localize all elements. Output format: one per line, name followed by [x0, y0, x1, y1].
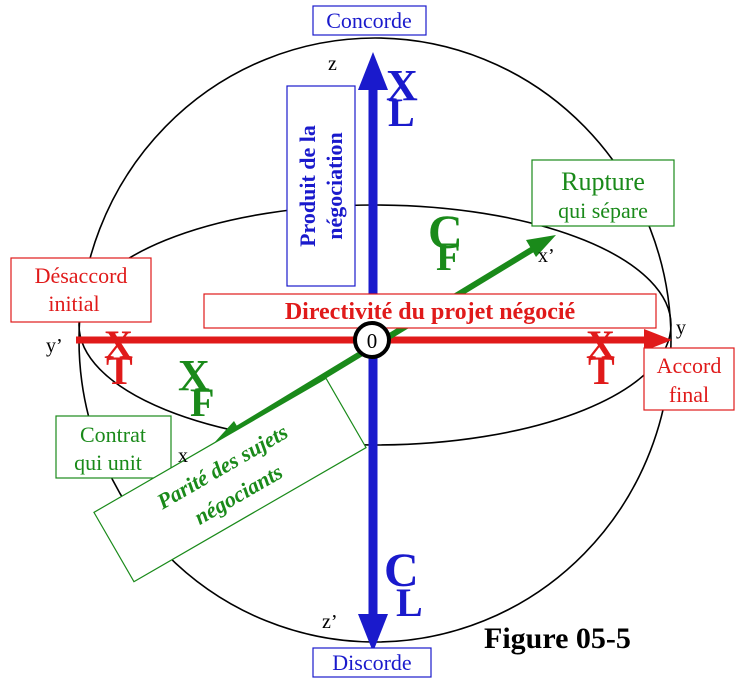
contrat-box — [55, 415, 172, 479]
symbol-xt-right-sub: T — [588, 348, 615, 393]
produit-box — [286, 85, 356, 287]
rupture-box — [531, 159, 675, 227]
z-prime-label: z’ — [322, 611, 338, 633]
rupture-label-line2: qui sépare — [558, 198, 648, 223]
directivite-label: Directivité du projet négocié — [285, 299, 576, 325]
symbol-xt-right-main: X — [586, 322, 615, 367]
z-arrowhead-bottom — [358, 614, 388, 652]
symbol-xl-sub: L — [388, 90, 415, 135]
produit-label-line2: négociation — [322, 132, 347, 240]
symbol-cl-main: C — [384, 544, 419, 597]
directivite-box — [203, 293, 657, 329]
symbol-cf-sub: F — [436, 234, 460, 279]
accord-label-line1: Accord — [657, 353, 722, 378]
figure-label: Figure 05-5 — [484, 622, 631, 655]
symbol-xl-main: X — [386, 61, 418, 110]
symbol-xf-main: X — [178, 351, 210, 400]
x-label: x — [178, 445, 188, 467]
symbol-cf-main: C — [428, 206, 463, 259]
y-prime-label: y’ — [46, 335, 63, 357]
origin-circle — [353, 321, 391, 359]
concorde-label: Concorde — [326, 8, 412, 33]
y-label: y — [676, 317, 686, 339]
z-label: z — [328, 53, 337, 75]
symbol-cl-sub: L — [396, 580, 423, 625]
z-arrowhead-top — [358, 52, 388, 90]
concorde-box — [312, 5, 427, 36]
symbol-xf-sub: F — [190, 380, 214, 425]
symbol-xt-left-sub: T — [106, 348, 133, 393]
desaccord-label-line2: initial — [48, 291, 99, 316]
contrat-label-line1: Contrat — [80, 422, 146, 447]
produit-label-line1: Produit de la — [295, 125, 320, 247]
discorde-label: Discorde — [332, 650, 411, 675]
y-arrowhead-right — [644, 329, 672, 351]
origin-label: 0 — [367, 329, 378, 353]
desaccord-box — [10, 257, 152, 323]
desaccord-label-line1: Désaccord — [35, 263, 128, 288]
x-arrowhead-upper — [526, 235, 556, 257]
rupture-label-line1: Rupture — [561, 167, 645, 196]
discorde-box — [312, 647, 432, 678]
contrat-label-line2: qui unit — [74, 450, 142, 475]
parite-box — [93, 377, 367, 583]
accord-box — [643, 347, 735, 411]
symbol-xt-left-main: X — [104, 322, 133, 367]
accord-label-line2: final — [669, 382, 709, 407]
x-prime-label: x’ — [538, 245, 555, 267]
